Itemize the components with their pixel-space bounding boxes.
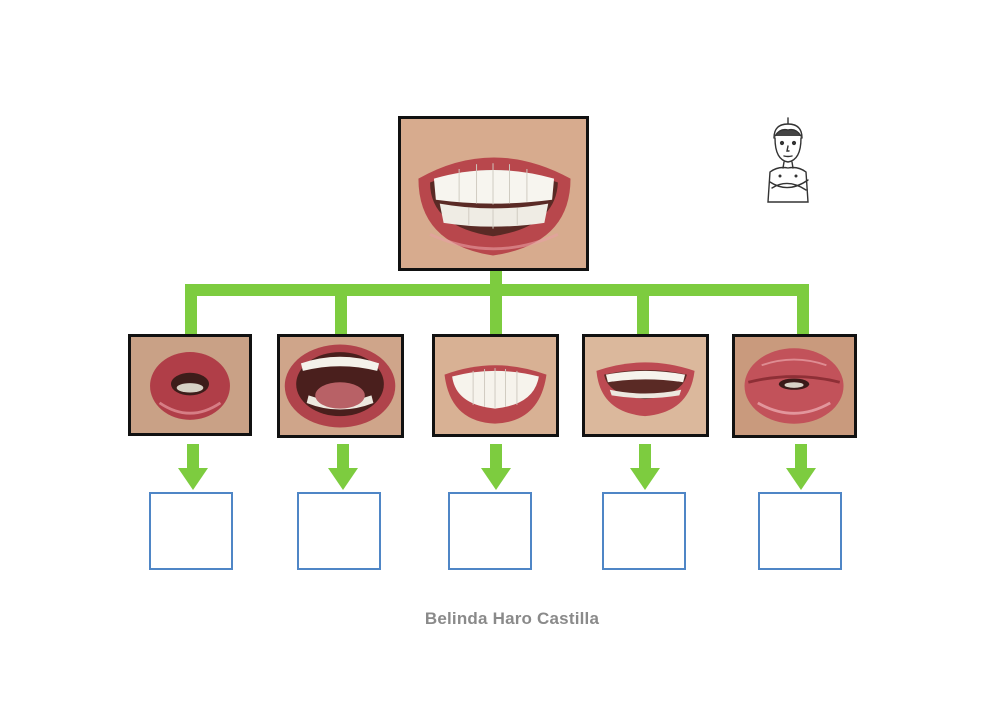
arrow-down-icon (481, 444, 511, 490)
image-smile-teeth (432, 334, 559, 437)
connector-drop-5 (797, 284, 809, 334)
connector-drop-3 (490, 284, 502, 334)
author-credit: Belinda Haro Castilla (424, 609, 600, 628)
answer-box-1[interactable] (149, 492, 233, 570)
answer-box-2[interactable] (297, 492, 381, 570)
connector-drop-4 (637, 284, 649, 334)
arrow-down-icon (328, 444, 358, 490)
answer-box-5[interactable] (758, 492, 842, 570)
image-pursed-lips (732, 334, 857, 438)
arrow-down-icon (786, 444, 816, 490)
connector-drop-2 (335, 284, 347, 334)
image-wide-smile (398, 116, 589, 271)
arrow-down-icon (630, 444, 660, 490)
image-slight-smile (582, 334, 709, 437)
connector-drop-1 (185, 284, 197, 334)
image-wide-open-mouth (277, 334, 404, 438)
arrow-down-icon (178, 444, 208, 490)
answer-box-3[interactable] (448, 492, 532, 570)
cartoon-boy-icon (767, 117, 809, 203)
image-rounded-lips (128, 334, 252, 436)
answer-box-4[interactable] (602, 492, 686, 570)
